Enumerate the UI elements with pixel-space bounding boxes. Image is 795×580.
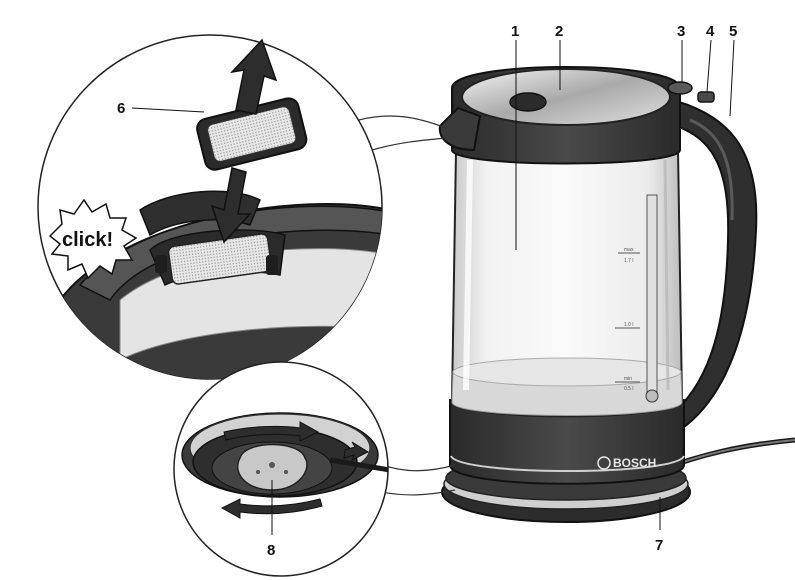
cable-arrow-icon	[343, 441, 370, 462]
click-label: click!	[62, 229, 113, 251]
callout-4: 4	[706, 23, 715, 40]
water-level-tube	[646, 194, 658, 396]
scale-low-b: 0.5 l	[624, 386, 633, 392]
scale-top-a: max	[624, 247, 634, 253]
callout-2: 2	[555, 23, 563, 40]
lid	[461, 68, 671, 126]
lid-release-button	[667, 81, 693, 95]
arrow-down-icon	[210, 167, 252, 244]
kettle-body: BOSCH	[438, 66, 715, 485]
base-detail-view	[173, 361, 389, 577]
brand-label: BOSCH	[613, 456, 656, 470]
callout-1: 1	[511, 23, 519, 40]
brand-logo-icon	[597, 456, 611, 470]
on-off-switch	[697, 91, 715, 103]
filter-detail-view: click!	[37, 34, 383, 380]
click-burst	[48, 198, 138, 280]
scale-mid: 1.0 l	[624, 322, 633, 328]
callout-3: 3	[677, 23, 685, 40]
callout-5: 5	[729, 23, 737, 40]
scale-low-a: min	[624, 376, 632, 382]
callout-8: 8	[267, 542, 275, 559]
arrow-right-icon	[223, 421, 320, 442]
arrow-up-icon	[229, 38, 278, 115]
callout-6: 6	[117, 100, 125, 117]
callout-7: 7	[655, 537, 663, 554]
spout	[438, 106, 482, 152]
water-scale: max 1.7 l 1.0 l min 0.5 l	[615, 247, 640, 392]
scale-top-b: 1.7 l	[624, 258, 633, 264]
